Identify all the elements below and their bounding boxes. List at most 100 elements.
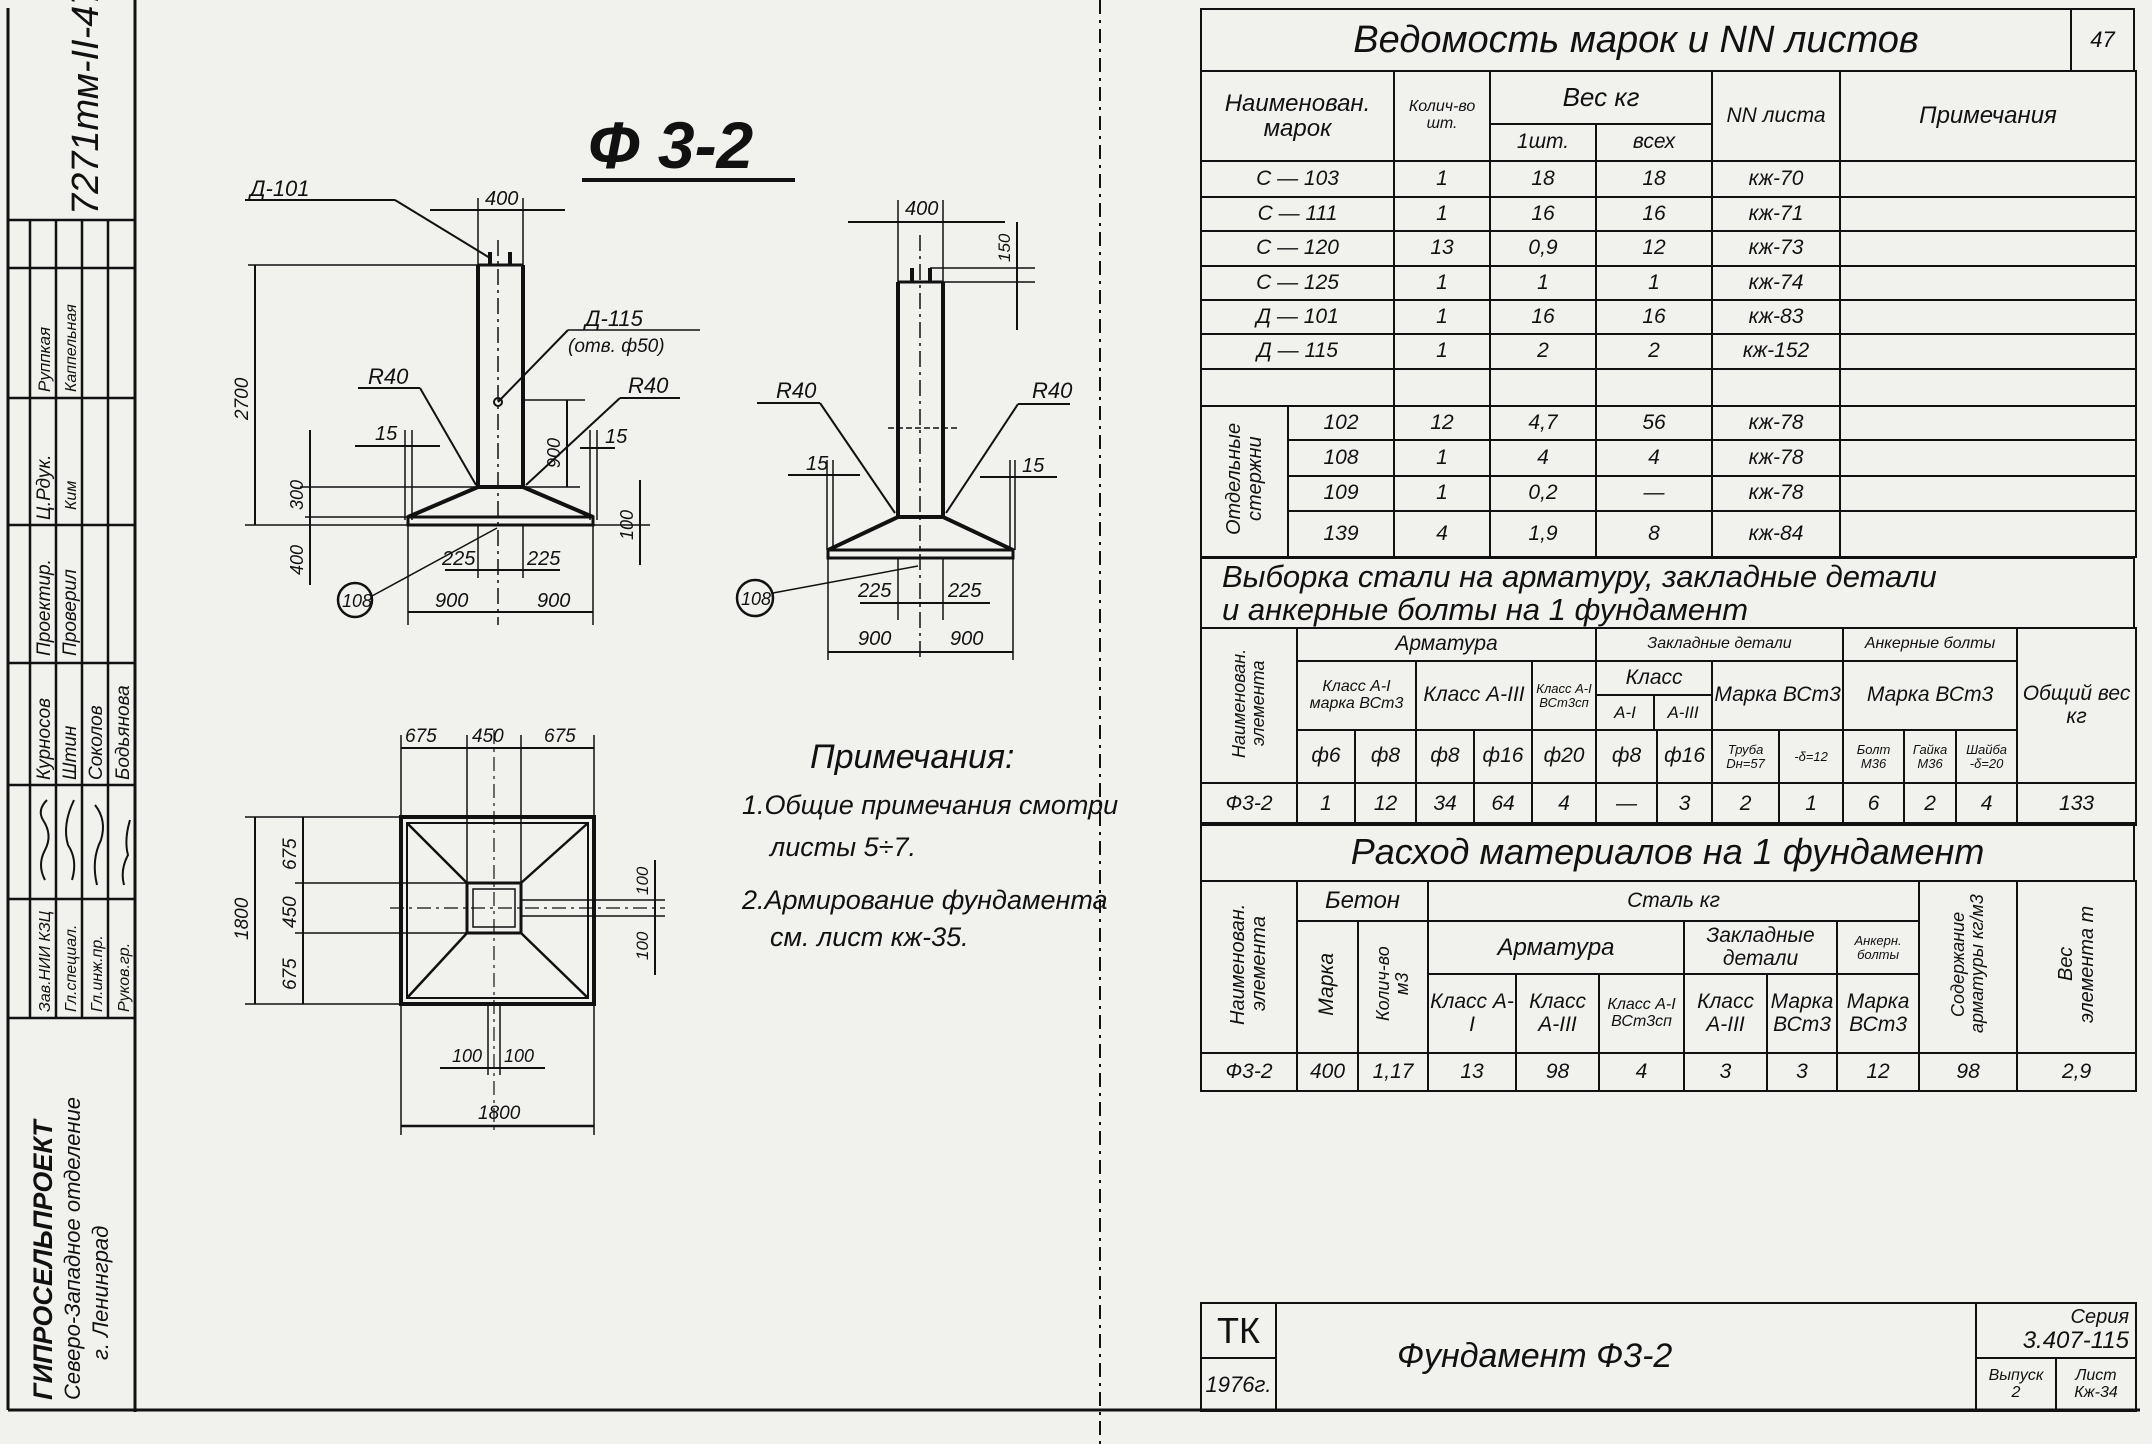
svg-text:225: 225 — [947, 580, 982, 602]
stamp-role: Зав.НИИ КЗЦ — [37, 910, 54, 1012]
stamp-name: Проверил — [60, 569, 81, 656]
org-code: ТК — [1200, 1302, 1277, 1359]
elevation-side-labels: 400 150 R40 R40 15 15 108 225 225 900 90… — [741, 198, 1073, 650]
notes-heading: Примечания: — [810, 738, 1015, 776]
svg-text:225: 225 — [441, 548, 476, 570]
svg-text:100: 100 — [504, 1046, 534, 1066]
svg-text:675: 675 — [280, 838, 301, 870]
bar-mark-circle — [735, 578, 775, 618]
svg-text:100: 100 — [452, 1046, 482, 1066]
materials-table: Наименован. элемента Бетон Сталь кг Соде… — [1200, 880, 2138, 1092]
svg-text:900: 900 — [435, 590, 468, 612]
drawing-title: Ф 3-2 — [588, 108, 754, 182]
sheet-number-cell: Лист Кж-34 — [2055, 1357, 2137, 1412]
elevation-front-labels: Д-101 400 Д-115 (отв. ф50) 2700 R40 R40 … — [232, 176, 669, 612]
svg-text:R40: R40 — [776, 378, 817, 403]
svg-text:15: 15 — [806, 453, 829, 475]
marks-table-title: Ведомость марок и NN листов — [1200, 8, 2072, 72]
plan-labels: 675 450 675 1800 675 450 675 100 100 100… — [232, 726, 652, 1124]
signatures — [39, 799, 131, 886]
col-header-weight: Вес кг — [1489, 70, 1714, 125]
svg-text:400: 400 — [485, 188, 518, 210]
svg-text:Д-115: Д-115 — [582, 306, 644, 331]
stamp-text: 7271тм-II-47 Руппкая Каппельная Ц.Рдук. … — [28, 0, 134, 1400]
svg-text:675: 675 — [405, 726, 437, 747]
org-name: ГИПРОСЕЛЬПРОЕКТ — [28, 1118, 58, 1400]
table-row: Ф3-2 1 12 34 64 4 — 3 2 1 6 2 4 133 — [1200, 782, 2138, 826]
svg-text:1800: 1800 — [232, 897, 253, 940]
group-label: Отдельные стержни — [1200, 405, 1289, 558]
svg-text:300: 300 — [287, 480, 307, 510]
col-header-notes: Примечания — [1839, 70, 2138, 162]
svg-text:100: 100 — [617, 510, 637, 540]
table-row: Ф3-2 400 1,17 13 98 4 3 3 12 98 2,9 — [1200, 1052, 2138, 1092]
stamp-role: Гл.специал. — [63, 925, 80, 1012]
stamp-role: Руков.гр. — [116, 943, 133, 1012]
stamp-name: Штин — [60, 725, 81, 780]
svg-text:100: 100 — [633, 866, 652, 895]
svg-text:2700: 2700 — [232, 377, 253, 421]
page-number: 47 — [2070, 8, 2135, 72]
svg-text:900: 900 — [537, 590, 570, 612]
stamp-name: Каппельная — [63, 304, 80, 392]
col-header-sheet: NN листа — [1711, 70, 1842, 162]
svg-text:R40: R40 — [628, 373, 669, 398]
svg-text:108: 108 — [741, 589, 771, 609]
svg-text:100: 100 — [633, 931, 652, 960]
svg-text:450: 450 — [280, 896, 301, 928]
svg-text:900: 900 — [858, 628, 891, 650]
svg-text:225: 225 — [526, 548, 561, 570]
stamp-name: Ким — [63, 481, 80, 510]
svg-text:15: 15 — [1022, 455, 1045, 477]
org-branch: Северо-Западное отделение — [60, 1097, 85, 1400]
col-header-qty: Колич-во шт. — [1393, 70, 1492, 162]
steel-table-title: Выборка стали на арматуру, закладные дет… — [1200, 557, 2135, 629]
stamp-role: Руппкая — [35, 327, 54, 392]
svg-text:15: 15 — [605, 426, 628, 448]
note-2: 2.Армирование фундамента — [741, 885, 1108, 915]
svg-text:1800: 1800 — [478, 1103, 521, 1124]
svg-text:108: 108 — [342, 591, 372, 611]
note-1-cont: листы 5÷7. — [768, 832, 916, 862]
stamp-role: Гл.инж.пр. — [89, 935, 106, 1012]
svg-text:400: 400 — [287, 545, 307, 575]
marks-table: Наименован. марок Колич-во шт. Вес кг NN… — [1199, 70, 2138, 558]
steel-table: Наименован. элемента Арматура Закладные … — [1200, 627, 2138, 826]
title-block: ТК Фундамент Ф3-2 Серия 3.407-115 1976г.… — [1200, 1302, 2137, 1412]
svg-text:675: 675 — [280, 958, 301, 990]
svg-text:900: 900 — [544, 438, 564, 468]
col-header-name: Наименован. марок — [1199, 70, 1396, 162]
stamp-name: Бодьянова — [113, 685, 134, 780]
bar-mark-circle — [336, 581, 374, 619]
svg-text:450: 450 — [472, 726, 504, 747]
materials-table-title: Расход материалов на 1 фундамент — [1200, 822, 2135, 882]
stamp-name: Курносов — [34, 698, 55, 780]
stamp-role: Ц.Рдук. — [34, 454, 55, 520]
stamp-grid — [8, 218, 135, 1020]
drawing-code: 7271тм-II-47 — [65, 0, 107, 215]
svg-text:R40: R40 — [1032, 378, 1073, 403]
year: 1976г. — [1200, 1357, 1277, 1412]
svg-text:15: 15 — [375, 423, 398, 445]
elevation-side — [735, 200, 1070, 660]
elevation-front — [245, 198, 700, 625]
svg-text:225: 225 — [857, 580, 892, 602]
svg-text:400: 400 — [905, 198, 938, 220]
stamp-name: Соколов — [86, 705, 107, 780]
col-header-weight-all: всех — [1595, 123, 1714, 162]
svg-text:675: 675 — [544, 726, 576, 747]
sheet-title: Фундамент Ф3-2 — [1275, 1302, 1977, 1412]
plan-view — [245, 730, 665, 1135]
note-2-cont: см. лист кж-35. — [770, 922, 969, 952]
svg-text:R40: R40 — [368, 364, 409, 389]
